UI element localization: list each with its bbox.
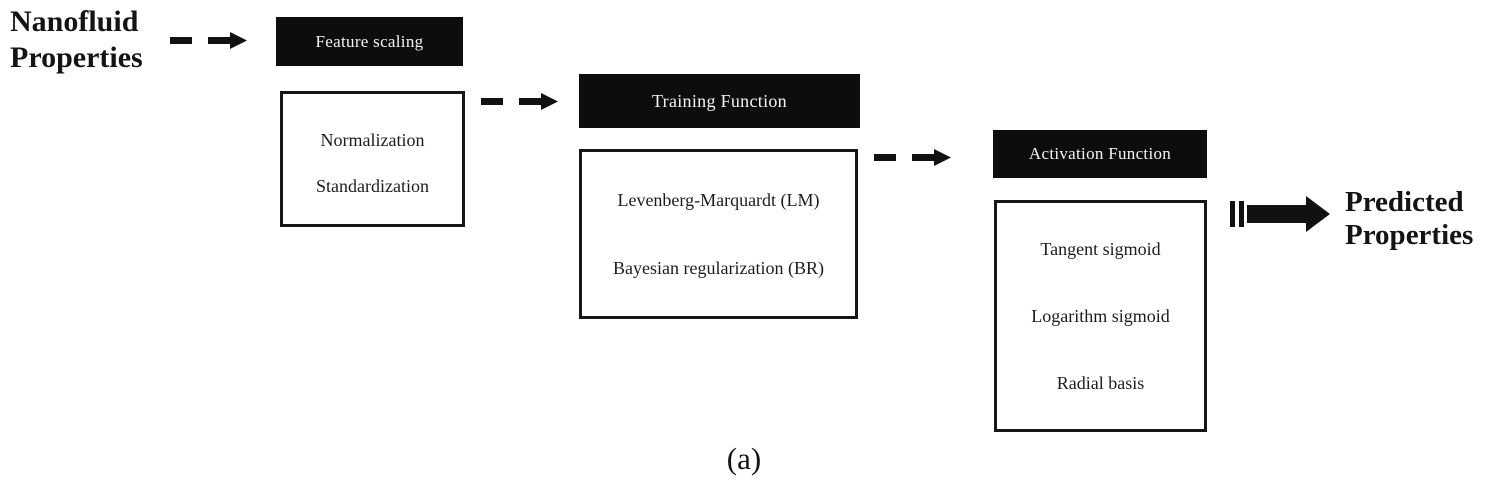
stage-header-label: Feature scaling bbox=[315, 31, 424, 51]
option-logarithm-sigmoid: Logarithm sigmoid bbox=[1031, 306, 1170, 326]
dashed-arrow-icon bbox=[874, 146, 952, 168]
option-box-training-function: Levenberg-Marquardt (LM) Bayesian regula… bbox=[579, 149, 858, 319]
figure-caption: (a) bbox=[726, 441, 762, 476]
stage-header-label: Activation Function bbox=[1028, 144, 1172, 163]
option-bayesian-regularization: Bayesian regularization (BR) bbox=[613, 258, 824, 278]
option-standardization: Standardization bbox=[316, 176, 429, 196]
dashed-arrow-icon bbox=[170, 29, 248, 51]
stage-header-label: Training Function bbox=[652, 90, 787, 111]
output-label: Predicted Properties bbox=[1345, 186, 1474, 251]
input-label: Nanofluid Properties bbox=[10, 5, 143, 74]
striped-arrow-icon bbox=[1230, 195, 1330, 233]
option-normalization: Normalization bbox=[320, 130, 425, 150]
dashed-arrow-icon bbox=[481, 90, 559, 112]
option-box-feature-scaling: Normalization Standardization bbox=[280, 91, 465, 227]
stage-header-feature-scaling: Feature scaling bbox=[276, 17, 463, 66]
option-levenberg-marquardt: Levenberg-Marquardt (LM) bbox=[617, 190, 820, 210]
stage-header-activation-function: Activation Function bbox=[993, 130, 1207, 178]
option-tangent-sigmoid: Tangent sigmoid bbox=[1040, 239, 1161, 259]
option-radial-basis: Radial basis bbox=[1056, 373, 1145, 393]
option-box-activation-function: Tangent sigmoid Logarithm sigmoid Radial… bbox=[994, 200, 1207, 432]
stage-header-training-function: Training Function bbox=[579, 74, 860, 128]
